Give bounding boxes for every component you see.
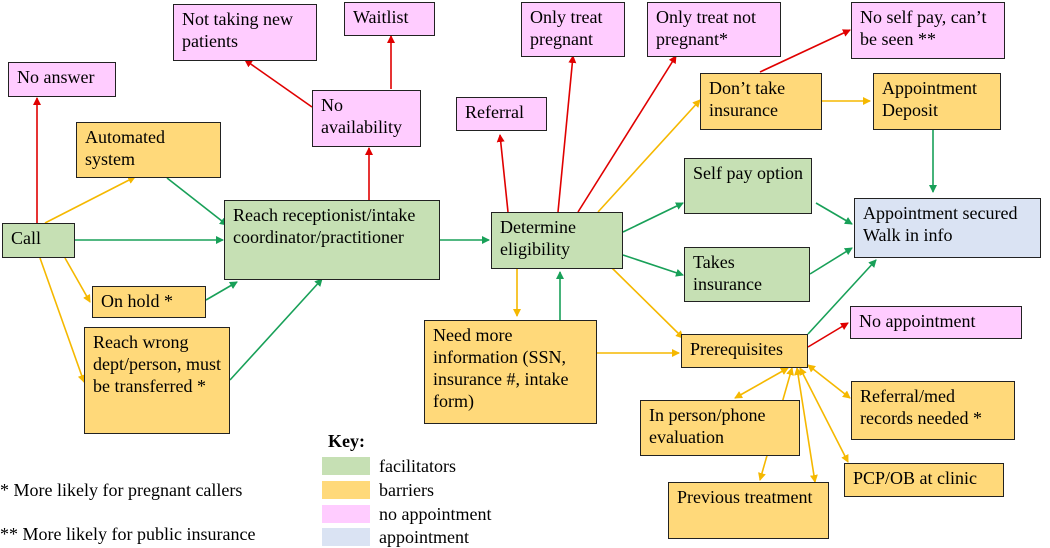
automated-node: Automated system xyxy=(76,122,221,178)
determine-node: Determine eligibility xyxy=(491,212,623,269)
arrow-takes-ins-appt xyxy=(809,247,853,275)
appt-secured-node: Appointment secured Walk in info xyxy=(854,198,1041,258)
key-swatch-appointment xyxy=(322,528,370,546)
not-taking-node: Not taking new patients xyxy=(173,4,317,61)
arrow-call-on-hold xyxy=(64,257,91,303)
in-person-node: In person/phone evaluation xyxy=(640,400,800,456)
arrow-call-automated xyxy=(44,176,136,224)
arrow-prereq-no-appt xyxy=(807,322,849,348)
no-answer-node: No answer xyxy=(8,62,116,97)
prereq-node: Prerequisites xyxy=(681,334,808,368)
referral-node: Referral xyxy=(456,97,547,131)
arrow-determine-prereq xyxy=(611,267,684,339)
arrow-call-wrong-dept xyxy=(39,257,86,383)
no-appointment-node: No appointment xyxy=(850,306,1022,339)
no-self-pay-node: No self pay, can’t be seen ** xyxy=(851,2,1005,59)
on-hold-node: On hold * xyxy=(92,286,206,318)
takes-ins-node: Takes insurance xyxy=(684,247,810,302)
arrow-on-hold-reach xyxy=(205,281,238,301)
no-availability-node: No availability xyxy=(312,90,421,147)
key-swatch-no-appointment xyxy=(322,505,370,523)
reach-node: Reach receptionist/intake coordinator/pr… xyxy=(224,200,440,280)
arrow-prereq-pcp xyxy=(799,367,849,463)
arrow-self-pay-appt xyxy=(815,202,853,225)
key-swatch-barriers xyxy=(322,481,370,499)
arrow-dont-take-no-self-pay xyxy=(759,29,851,73)
arrow-determine-dont-take xyxy=(597,99,701,213)
only-pregnant-node: Only treat pregnant xyxy=(521,2,625,57)
pcp-node: PCP/OB at clinic xyxy=(844,463,1004,497)
self-pay-node: Self pay option xyxy=(684,158,812,214)
arrow-determine-referral xyxy=(496,134,509,213)
key-label-barriers: barriers xyxy=(379,480,434,500)
key-label-no-appointment: no appointment xyxy=(379,504,492,524)
need-info-node: Need more information (SSN, insurance #,… xyxy=(424,320,597,424)
key-label-appointment: appointment xyxy=(379,527,469,547)
arrow-determine-only-not-pregnant xyxy=(577,55,677,213)
arrow-determine-self-pay xyxy=(622,202,684,233)
only-not-pregnant-node: Only treat not pregnant* xyxy=(647,2,781,57)
referral-med-node: Referral/med records needed * xyxy=(851,381,1015,440)
appt-deposit-node: Appointment Deposit xyxy=(873,73,1001,130)
key-label-facilitators: facilitators xyxy=(379,456,456,476)
dont-take-node: Don’t take insurance xyxy=(700,73,822,130)
arrow-prereq-appt xyxy=(807,259,877,335)
arrow-wrong-dept-reach xyxy=(229,278,323,381)
arrow-prereq-in-person xyxy=(734,367,789,399)
key-title: Key: xyxy=(328,431,365,451)
arrow-prereq-previous-b xyxy=(794,367,818,483)
call-node: Call xyxy=(2,223,75,258)
wrong-dept-node: Reach wrong dept/person, must be transfe… xyxy=(84,327,230,434)
arrow-determine-takes-ins xyxy=(622,254,684,277)
previous-node: Previous treatment xyxy=(668,482,829,539)
arrow-prereq-referral-med xyxy=(807,364,851,399)
arrow-noavail-not-taking xyxy=(244,59,313,108)
note-pregnant: * More likely for pregnant callers xyxy=(0,480,243,500)
arrow-automated-reach xyxy=(166,177,228,226)
waitlist-node: Waitlist xyxy=(344,2,435,36)
key-swatch-facilitators xyxy=(322,457,370,475)
arrow-determine-only-pregnant xyxy=(557,55,577,213)
note-public: ** More likely for public insurance xyxy=(0,524,256,544)
